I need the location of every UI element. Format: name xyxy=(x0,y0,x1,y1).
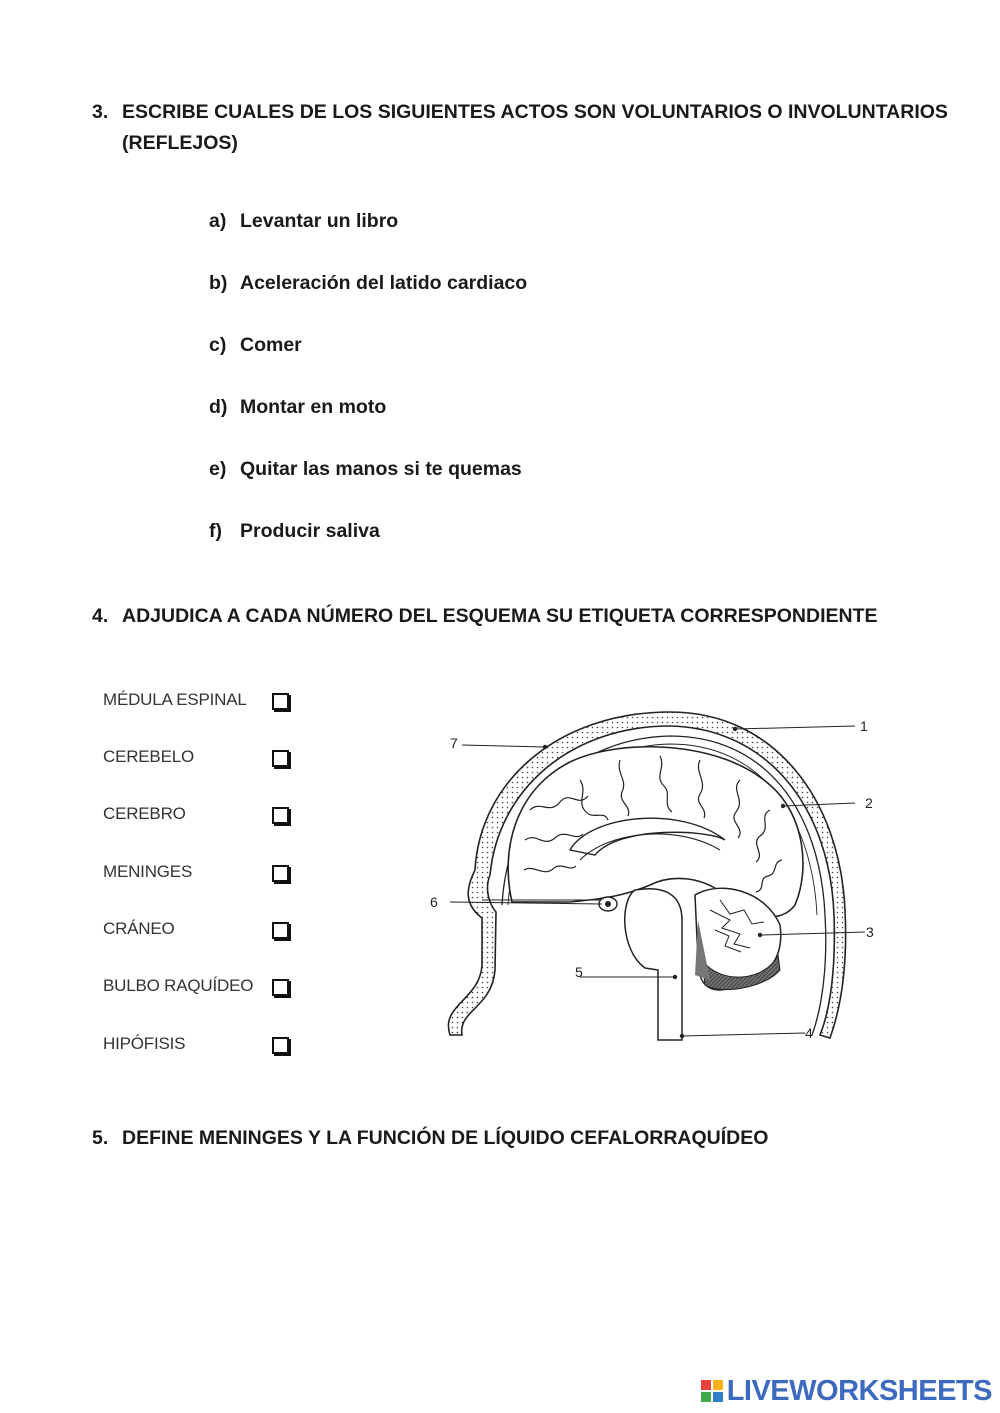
diagram-number: 5 xyxy=(575,964,583,980)
checkbox[interactable] xyxy=(272,750,289,767)
question-text: ADJUDICA A CADA NÚMERO DEL ESQUEMA SU ET… xyxy=(122,605,878,627)
checkbox[interactable] xyxy=(272,865,289,882)
diagram-number: 7 xyxy=(450,735,458,751)
diagram-number: 6 xyxy=(430,894,438,910)
label-cerebro: CEREBRO xyxy=(103,804,289,824)
question-3: 3. ESCRIBE CUALES DE LOS SIGUIENTES ACTO… xyxy=(92,97,952,159)
list-item: a)Levantar un libro xyxy=(209,210,399,232)
label-meninges: MENINGES xyxy=(103,862,289,882)
logo-text: LIVEWORKSHEETS xyxy=(726,1374,993,1407)
logo-blocks-icon xyxy=(700,1380,723,1402)
question-text: DEFINE MENINGES Y LA FUNCIÓN DE LÍQUIDO … xyxy=(122,1127,769,1149)
diagram-number: 4 xyxy=(805,1025,813,1041)
liveworksheets-logo: LIVEWORKSHEETS xyxy=(700,1374,993,1407)
skull-shape xyxy=(447,711,847,1039)
checkbox[interactable] xyxy=(272,693,289,710)
label-medula-espinal: MÉDULA ESPINAL xyxy=(103,690,289,710)
question-text: ESCRIBE CUALES DE LOS SIGUIENTES ACTOS S… xyxy=(122,101,948,154)
checkbox[interactable] xyxy=(272,979,289,996)
diagram-number: 3 xyxy=(866,924,874,940)
checkbox[interactable] xyxy=(272,922,289,939)
list-item: f)Producir saliva xyxy=(209,520,380,542)
list-item: d)Montar en moto xyxy=(209,396,387,418)
checkbox[interactable] xyxy=(272,1037,289,1054)
diagram-number: 1 xyxy=(860,718,868,734)
label-bulbo-raquideo: BULBO RAQUÍDEO xyxy=(103,976,289,996)
list-item: e)Quitar las manos si te quemas xyxy=(209,458,522,480)
diagram-number: 2 xyxy=(865,795,873,811)
question-number: 3. xyxy=(92,101,109,123)
question-4: 4. ADJUDICA A CADA NÚMERO DEL ESQUEMA SU… xyxy=(92,601,952,632)
checkbox[interactable] xyxy=(272,807,289,824)
question-number: 5. xyxy=(92,1127,109,1149)
label-hipofisis: HIPÓFISIS xyxy=(103,1034,289,1054)
brain-diagram: 1 2 3 4 5 6 7 xyxy=(430,711,874,1041)
question-number: 4. xyxy=(92,605,109,627)
question-5: 5. DEFINE MENINGES Y LA FUNCIÓN DE LÍQUI… xyxy=(92,1123,952,1154)
list-item: b)Aceleración del latido cardiaco xyxy=(209,272,528,294)
list-item: c)Comer xyxy=(209,334,302,356)
brainstem-shape xyxy=(624,888,683,1041)
label-cerebelo: CEREBELO xyxy=(103,747,289,767)
label-craneo: CRÁNEO xyxy=(103,919,289,939)
